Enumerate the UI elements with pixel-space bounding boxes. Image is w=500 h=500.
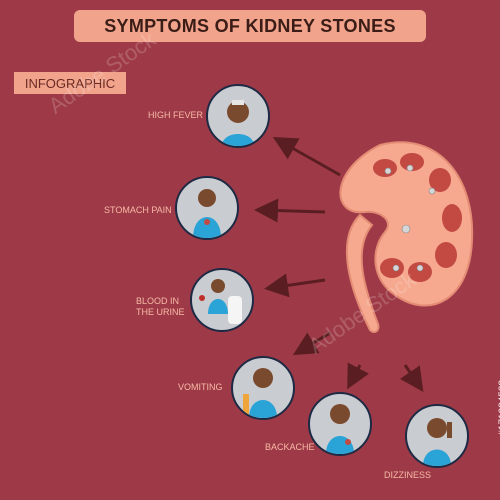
kidney-lobe [429,168,451,192]
symptom-stomach-label: STOMACH PAIN [104,205,172,215]
kidney-lobe [408,262,432,282]
arrow-blood [264,273,326,298]
arrow-dizzy [399,364,424,392]
stone-icon [392,264,400,272]
symptom-blood-image [190,268,254,332]
kidney-lobe [400,153,424,171]
stone-icon [384,167,392,175]
symptom-blood-label: BLOOD IN THE URINE [136,296,185,317]
symptom-backache-image [308,392,372,456]
infographic-tag: INFOGRAPHIC [14,72,126,94]
stone-icon [406,164,414,172]
tag-label: INFOGRAPHIC [24,75,116,91]
kidney-lobe [373,159,397,177]
arrow-back [347,362,370,390]
symptom-stomach-image [175,176,239,240]
symptom-dizziness-label: DIZZINESS [384,470,432,480]
symptom-dizziness-image [405,404,469,468]
symptom-fever-label: HIGH FEVER [148,110,204,120]
stone-icon [401,224,411,234]
symptom-vomiting-image [231,356,295,420]
kidney-lobe [442,204,462,232]
stone-icon [416,264,424,272]
symptom-fever-image [206,84,270,148]
arrow-fever [272,137,341,177]
symptom-backache-label: BACKACHE [265,442,315,452]
arrow-vomit [292,331,331,356]
ureter-icon [346,213,380,334]
title: SYMPTOMS OF KIDNEY STONES [104,15,396,36]
kidney-lobe [380,258,404,278]
symptom-vomiting-label: VOMITING [178,382,223,392]
title-banner: SYMPTOMS OF KIDNEY STONES [74,10,426,42]
arrow-stomach [254,198,326,223]
stone-icon [428,187,436,195]
kidney-lobe [435,242,457,268]
